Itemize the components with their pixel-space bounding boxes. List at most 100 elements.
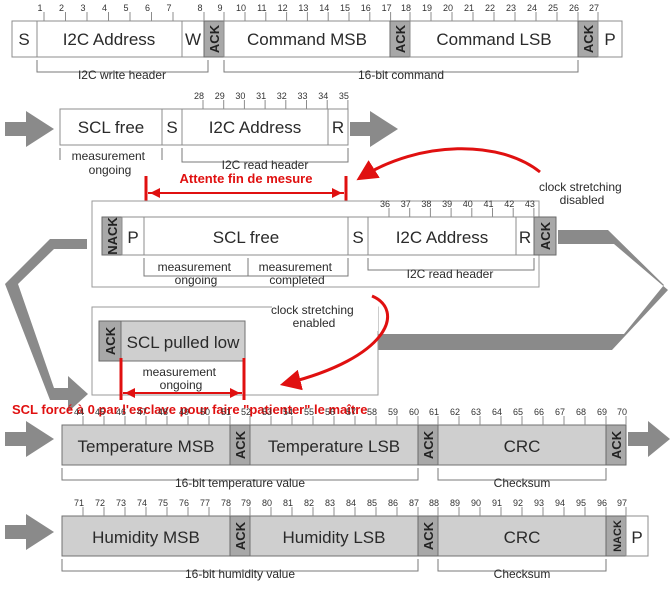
bit-number-label: 41	[483, 199, 493, 209]
bit-number-label: 24	[527, 3, 537, 13]
row5-ack2-text: ACK	[421, 430, 436, 459]
row1-cmd-lsb-text: Command LSB	[436, 30, 551, 49]
row6-checksum-label: Checksum	[494, 567, 551, 581]
bit-number-label: 86	[388, 498, 398, 508]
row3-mo-line1: measurement	[158, 260, 232, 274]
bit-number-label: 75	[158, 498, 168, 508]
row1-ack1-text: ACK	[207, 24, 222, 53]
row1-cmd-msb-text: Command MSB	[247, 30, 367, 49]
bit-number-label: 22	[485, 3, 495, 13]
bit-number-label: 4	[102, 3, 107, 13]
row2-left-arrow-icon	[5, 111, 54, 147]
row6-hum-msb-text: Humidity MSB	[92, 528, 200, 547]
row2-s-text: S	[166, 118, 177, 137]
bit-number-label: 17	[382, 3, 392, 13]
bit-number-label: 64	[492, 407, 502, 417]
row4-scl-pulled-low-text: SCL pulled low	[127, 333, 240, 352]
bit-number-label: 80	[262, 498, 272, 508]
clock-enabled-line2: enabled	[293, 316, 336, 330]
bit-number-label: 35	[339, 91, 349, 101]
clock-disabled-line2: disabled	[560, 193, 605, 207]
attente-right-arrowhead-icon	[332, 188, 342, 198]
bit-number-label: 10	[236, 3, 246, 13]
bit-number-label: 68	[576, 407, 586, 417]
row6-left-arrow-icon	[5, 514, 54, 550]
bit-number-label: 71	[74, 498, 84, 508]
bit-number-label: 67	[555, 407, 565, 417]
bit-number-label: 90	[471, 498, 481, 508]
row3-mo-line2: ongoing	[175, 273, 218, 287]
row2-read-header-bracket	[181, 148, 349, 163]
row3-scl-free-text: SCL free	[213, 228, 279, 247]
attente-left-arrowhead-icon	[150, 188, 160, 198]
clock-disabled-line1: clock stretching	[539, 180, 622, 194]
row6-ack1-text: ACK	[233, 521, 248, 550]
attente-label: Attente fin de mesure	[180, 171, 313, 186]
row5-temp-bracket	[61, 468, 419, 481]
row3-address-cell	[367, 216, 517, 256]
row5-ack3-cell	[605, 424, 627, 466]
row6-p-text: P	[631, 528, 642, 547]
row2-address-text: I2C Address	[209, 118, 302, 137]
row1-write-header-label: I2C write header	[78, 68, 166, 82]
bit-number-label: 13	[298, 3, 308, 13]
row5-temp-lsb-cell	[249, 424, 419, 466]
bit-number-label: 96	[597, 498, 607, 508]
bit-number-label: 91	[492, 498, 502, 508]
row4-measurement-ongoing: measurement ongoing	[143, 365, 220, 392]
bit-number-label: 20	[443, 3, 453, 13]
row2-measurement-ongoing: measurement ongoing	[72, 149, 149, 177]
bit-number-label: 72	[95, 498, 105, 508]
clock-enabled-line1: clock stretching	[271, 303, 354, 317]
bit-number-label: 54	[283, 407, 293, 417]
row2-scl-free-text: SCL free	[78, 118, 144, 137]
bit-number-label: 36	[380, 199, 390, 209]
bit-number-label: 52	[241, 407, 251, 417]
bit-number-label: 58	[367, 407, 377, 417]
row2-address-cell	[181, 108, 329, 146]
bit-number-label: 15	[340, 3, 350, 13]
row5-right-arrow-icon	[628, 421, 670, 457]
row6-hum-lsb-text: Humidity LSB	[283, 528, 386, 547]
bit-number-label: 77	[200, 498, 210, 508]
bit-number-label: 23	[506, 3, 516, 13]
row4-mo-line1: measurement	[143, 365, 217, 379]
bit-number-label: 28	[194, 91, 204, 101]
bit-number-label: 93	[534, 498, 544, 508]
row1-command-label: 16-bit command	[358, 68, 444, 82]
row5-checksum-label: Checksum	[494, 476, 551, 490]
row1-write-frame: S I2C Address W ACK Command MSB ACK Comm…	[11, 20, 623, 58]
bit-number-label: 26	[569, 3, 579, 13]
bit-number-label: 53	[262, 407, 272, 417]
row6-crc-cell	[437, 515, 607, 557]
bit-number-label: 59	[388, 407, 398, 417]
bit-number-label: 62	[450, 407, 460, 417]
bit-number-label: 33	[297, 91, 307, 101]
row1-address-cell	[36, 20, 183, 58]
bit-number-label: 48	[158, 407, 168, 417]
bit-number-label: 70	[617, 407, 627, 417]
bit-number-label: 30	[235, 91, 245, 101]
bit-number-label: 25	[548, 3, 558, 13]
row3-meas-completed-bracket	[247, 258, 349, 277]
bit-number-label: 12	[278, 3, 288, 13]
row1-p-cell	[597, 20, 623, 58]
bit-number-label: 74	[137, 498, 147, 508]
bit-number-label: 79	[241, 498, 251, 508]
row6-hum-msb-cell	[61, 515, 231, 557]
row2-right-arrow-icon	[350, 111, 398, 147]
scl-force-left-arrowhead-icon	[125, 388, 135, 398]
bit-number-label: 97	[617, 498, 627, 508]
bit-number-label: 14	[319, 3, 329, 13]
branch-left-arrow-icon	[5, 239, 88, 412]
row1-w-text: W	[185, 30, 201, 49]
row3-ack-text: ACK	[538, 221, 553, 250]
row3-p-text: P	[127, 228, 138, 247]
row5-ack1-text: ACK	[233, 430, 248, 459]
bit-number-label: 69	[597, 407, 607, 417]
row1-write-header-bracket	[36, 60, 209, 73]
